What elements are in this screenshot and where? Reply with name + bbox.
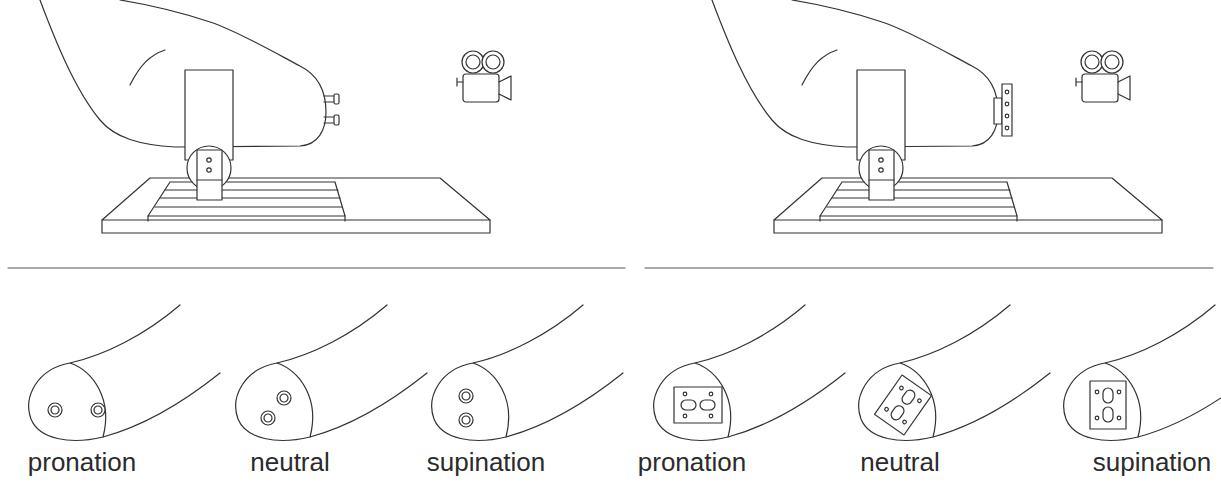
pose-label: pronation [638,448,746,477]
pose-label: supination [427,448,546,477]
pose-label: neutral [250,448,330,477]
pose-label: pronation [28,448,136,477]
pose-label: supination [1093,448,1212,477]
pose-label: neutral [860,448,940,477]
